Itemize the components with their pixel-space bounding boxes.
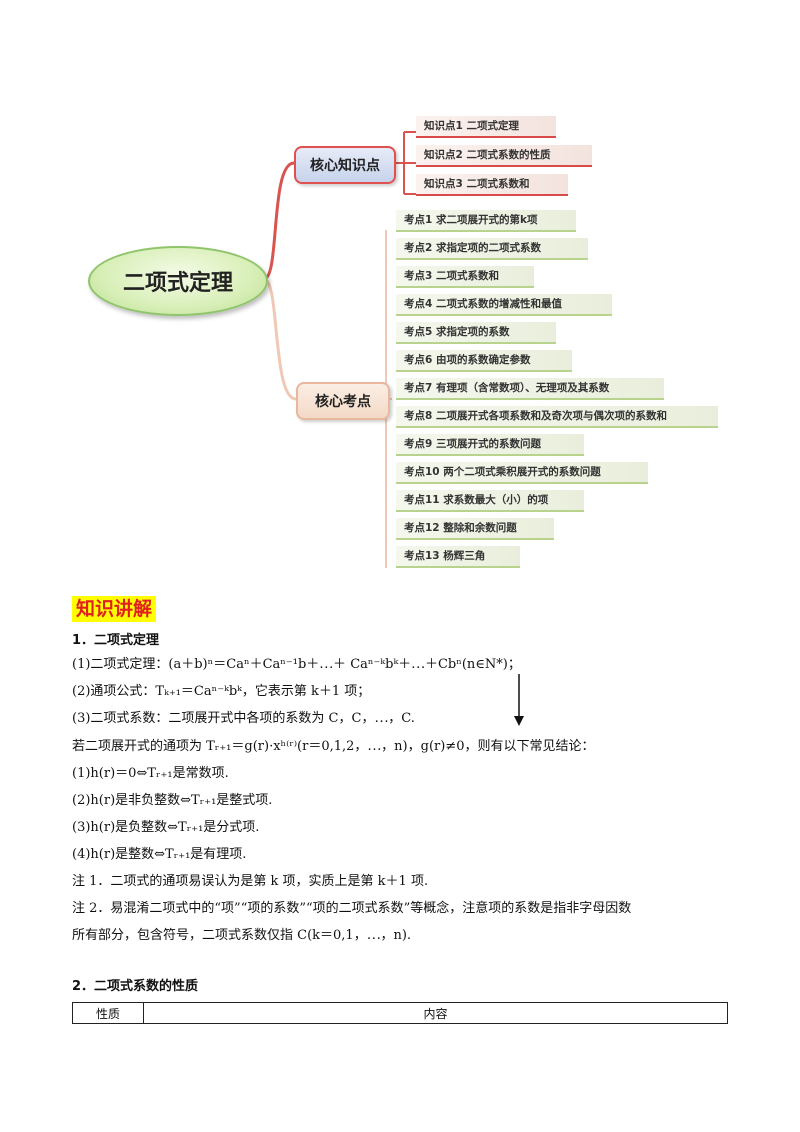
note-2-line-2: 所有部分，包含符号，二项式系数仅指 C(k＝0,1，⋯，n). xyxy=(72,928,412,943)
exam-point-1: 考点1 求二项展开式的第k项 xyxy=(396,210,576,232)
knowledge-point-1: 知识点1 二项式定理 xyxy=(416,116,556,138)
connector-core-leaves xyxy=(392,131,416,195)
table-header-content: 内容 xyxy=(143,1002,728,1024)
exam-point-12: 考点12 整除和余数问题 xyxy=(396,518,554,540)
exam-point-4: 考点4 二项式系数的增减性和最值 xyxy=(396,294,612,316)
conclusion-4: (4)h(r)是整数⇔Tᵣ₊₁是有理项. xyxy=(72,847,247,862)
heading-binomial-theorem: 1．二项式定理 xyxy=(72,633,160,648)
knowledge-point-2: 知识点2 二项式系数的性质 xyxy=(416,145,592,167)
text-binomial-coefficient: (3)二项式系数：二项展开式中各项的系数为 C，C，⋯，C. xyxy=(72,711,415,726)
heading-coefficient-properties: 2．二项式系数的性质 xyxy=(72,979,199,994)
exam-point-6: 考点6 由项的系数确定参数 xyxy=(396,350,572,372)
root-node: 二项式定理 xyxy=(88,246,268,316)
formula-binomial-theorem: (1)二项式定理：(a＋b)ⁿ＝Caⁿ＋Caⁿ⁻¹b＋⋯＋ Caⁿ⁻ᵏbᵏ＋⋯＋… xyxy=(72,657,521,672)
exam-point-7: 考点7 有理项（含常数项）、无理项及其系数 xyxy=(396,378,664,400)
section-title: 知识讲解 xyxy=(72,596,157,622)
exam-point-2: 考点2 求指定项的二项式系数 xyxy=(396,238,588,260)
conclusion-1: (1)h(r)＝0⇔Tᵣ₊₁是常数项. xyxy=(72,766,229,781)
connector-root-exam xyxy=(263,277,297,401)
conclusion-2: (2)h(r)是非负整数⇔Tᵣ₊₁是整式项. xyxy=(72,793,273,808)
note-1: 注 1．二项式的通项易误认为是第 k 项，实质上是第 k＋1 项. xyxy=(72,874,429,889)
formula-general-term: (2)通项公式：Tₖ₊₁＝Caⁿ⁻ᵏbᵏ，它表示第 k＋1 项； xyxy=(72,684,371,699)
exam-point-8: 考点8 二项展开式各项系数和及奇次项与偶次项的系数和 xyxy=(396,406,718,428)
table-header-property: 性质 xyxy=(72,1002,144,1024)
branch-core-knowledge: 核心知识点 xyxy=(294,146,396,184)
conclusion-3: (3)h(r)是负整数⇔Tᵣ₊₁是分式项. xyxy=(72,820,260,835)
text-general-term-form: 若二项展开式的通项为 Tᵣ₊₁＝g(r)·xʰ⁽ʳ⁾(r＝0,1,2，⋯，n)，… xyxy=(72,739,595,754)
exam-point-5: 考点5 求指定项的系数 xyxy=(396,322,556,344)
exam-point-13: 考点13 杨辉三角 xyxy=(396,546,520,568)
down-arrow-icon xyxy=(514,674,524,726)
exam-point-9: 考点9 三项展开式的系数问题 xyxy=(396,434,584,456)
exam-point-11: 考点11 求系数最大（小）的项 xyxy=(396,490,584,512)
connector-root-core xyxy=(263,161,295,281)
properties-table: 性质 内容 xyxy=(72,1002,728,1024)
exam-point-3: 考点3 二项式系数和 xyxy=(396,266,534,288)
exam-point-10: 考点10 两个二项式乘积展开式的系数问题 xyxy=(396,462,648,484)
mind-map: 二项式定理 核心知识点 核心考点 知识点1 二项式定理 知识点2 二项式系数的性… xyxy=(88,116,718,568)
note-2-line-1: 注 2．易混淆二项式中的“项”“项的系数”“项的二项式系数”等概念，注意项的系数… xyxy=(72,901,632,916)
branch-core-exam: 核心考点 xyxy=(296,382,390,420)
table-header-row: 性质 内容 xyxy=(72,1002,728,1024)
knowledge-point-3: 知识点3 二项式系数和 xyxy=(416,174,568,196)
